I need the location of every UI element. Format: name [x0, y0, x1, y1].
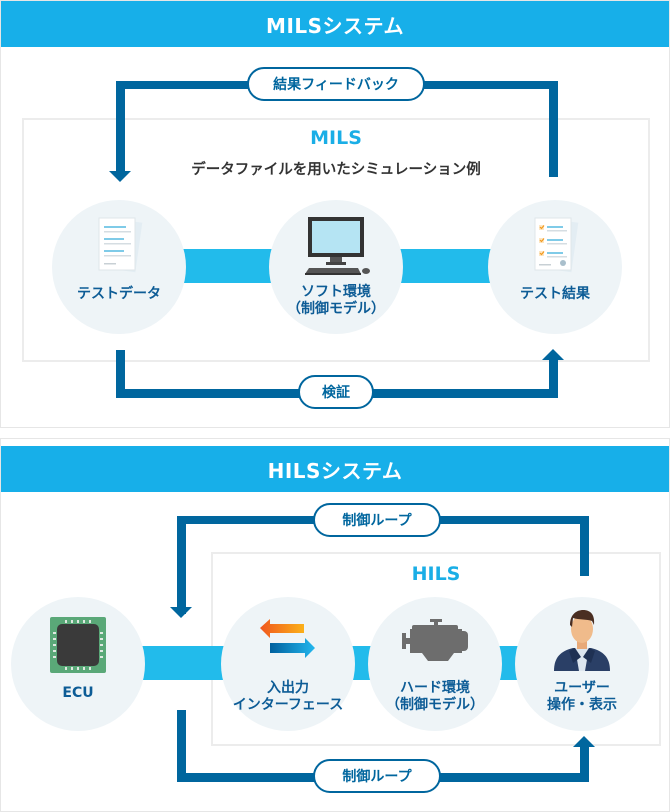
mils-section: MILSシステム MILS データファイルを用いたシミュレーション例 結果フィー… — [0, 0, 670, 428]
checklist-document-icon — [534, 217, 579, 273]
verify-loop-line-right — [549, 359, 558, 398]
mils-box-subtitle: データファイルを用いたシミュレーション例 — [191, 162, 481, 178]
io-arrows-icon — [260, 619, 315, 658]
feedback-loop-line-right — [549, 81, 558, 177]
mils-banner: MILSシステム — [1, 1, 669, 47]
connector-soft-to-result — [391, 249, 501, 283]
feedback-arrow-down-icon — [109, 171, 131, 182]
node-ecu-label: ECU — [62, 685, 94, 701]
chip-icon — [50, 617, 106, 673]
feedback-label: 結果フィードバック — [247, 67, 425, 101]
control-loop-top-line-left — [177, 516, 186, 614]
mils-inner-box — [22, 118, 650, 362]
node-test-data-label: テストデータ — [77, 286, 161, 302]
control-loop-top-label: 制御ループ — [313, 503, 441, 537]
node-hardware-env-label-1: ハード環境 — [400, 680, 470, 696]
node-user: ユーザー 操作・表示 — [515, 597, 649, 731]
node-user-label-1: ユーザー — [554, 680, 610, 696]
verify-label: 検証 — [298, 375, 374, 409]
connector-data-to-soft — [181, 249, 281, 283]
control-loop-bottom-line-right — [580, 747, 589, 782]
hils-banner: HILSシステム — [1, 446, 669, 492]
control-loop-bottom-label: 制御ループ — [313, 759, 441, 793]
node-test-data: テストデータ — [52, 200, 186, 334]
hils-section: HILSシステム HILS 制御ループ 制御ループ ECU — [0, 438, 670, 812]
feedback-loop-line-left — [116, 81, 125, 174]
node-software-env-label-1: ソフト環境 — [301, 284, 371, 300]
node-software-env: ソフト環境 （制御モデル） — [269, 200, 403, 334]
control-loop-bottom-line-left — [177, 710, 186, 782]
node-io-interface-label-1: 入出力 — [267, 680, 309, 696]
node-test-result: テスト結果 — [488, 200, 622, 334]
node-io-interface: 入出力 インターフェース — [221, 597, 355, 731]
user-icon — [554, 610, 610, 671]
control-loop-bottom-arrow-up-icon — [573, 736, 595, 747]
document-icon — [98, 217, 143, 273]
hils-box-title: HILS — [411, 563, 461, 585]
engine-icon — [402, 619, 468, 661]
node-hardware-env: ハード環境 （制御モデル） — [368, 597, 502, 731]
node-user-label-2: 操作・表示 — [547, 697, 617, 713]
verify-arrow-up-icon — [542, 349, 564, 360]
verify-loop-line-left — [116, 350, 125, 398]
node-ecu: ECU — [11, 597, 145, 731]
control-loop-top-arrow-down-icon — [170, 607, 192, 618]
desktop-computer-icon — [305, 217, 370, 275]
node-software-env-label-2: （制御モデル） — [287, 301, 385, 317]
node-hardware-env-label-2: （制御モデル） — [386, 697, 484, 713]
node-io-interface-label-2: インターフェース — [232, 697, 344, 713]
mils-box-title: MILS — [310, 127, 362, 149]
node-test-result-label: テスト結果 — [520, 286, 590, 302]
control-loop-top-line-right — [580, 516, 589, 576]
